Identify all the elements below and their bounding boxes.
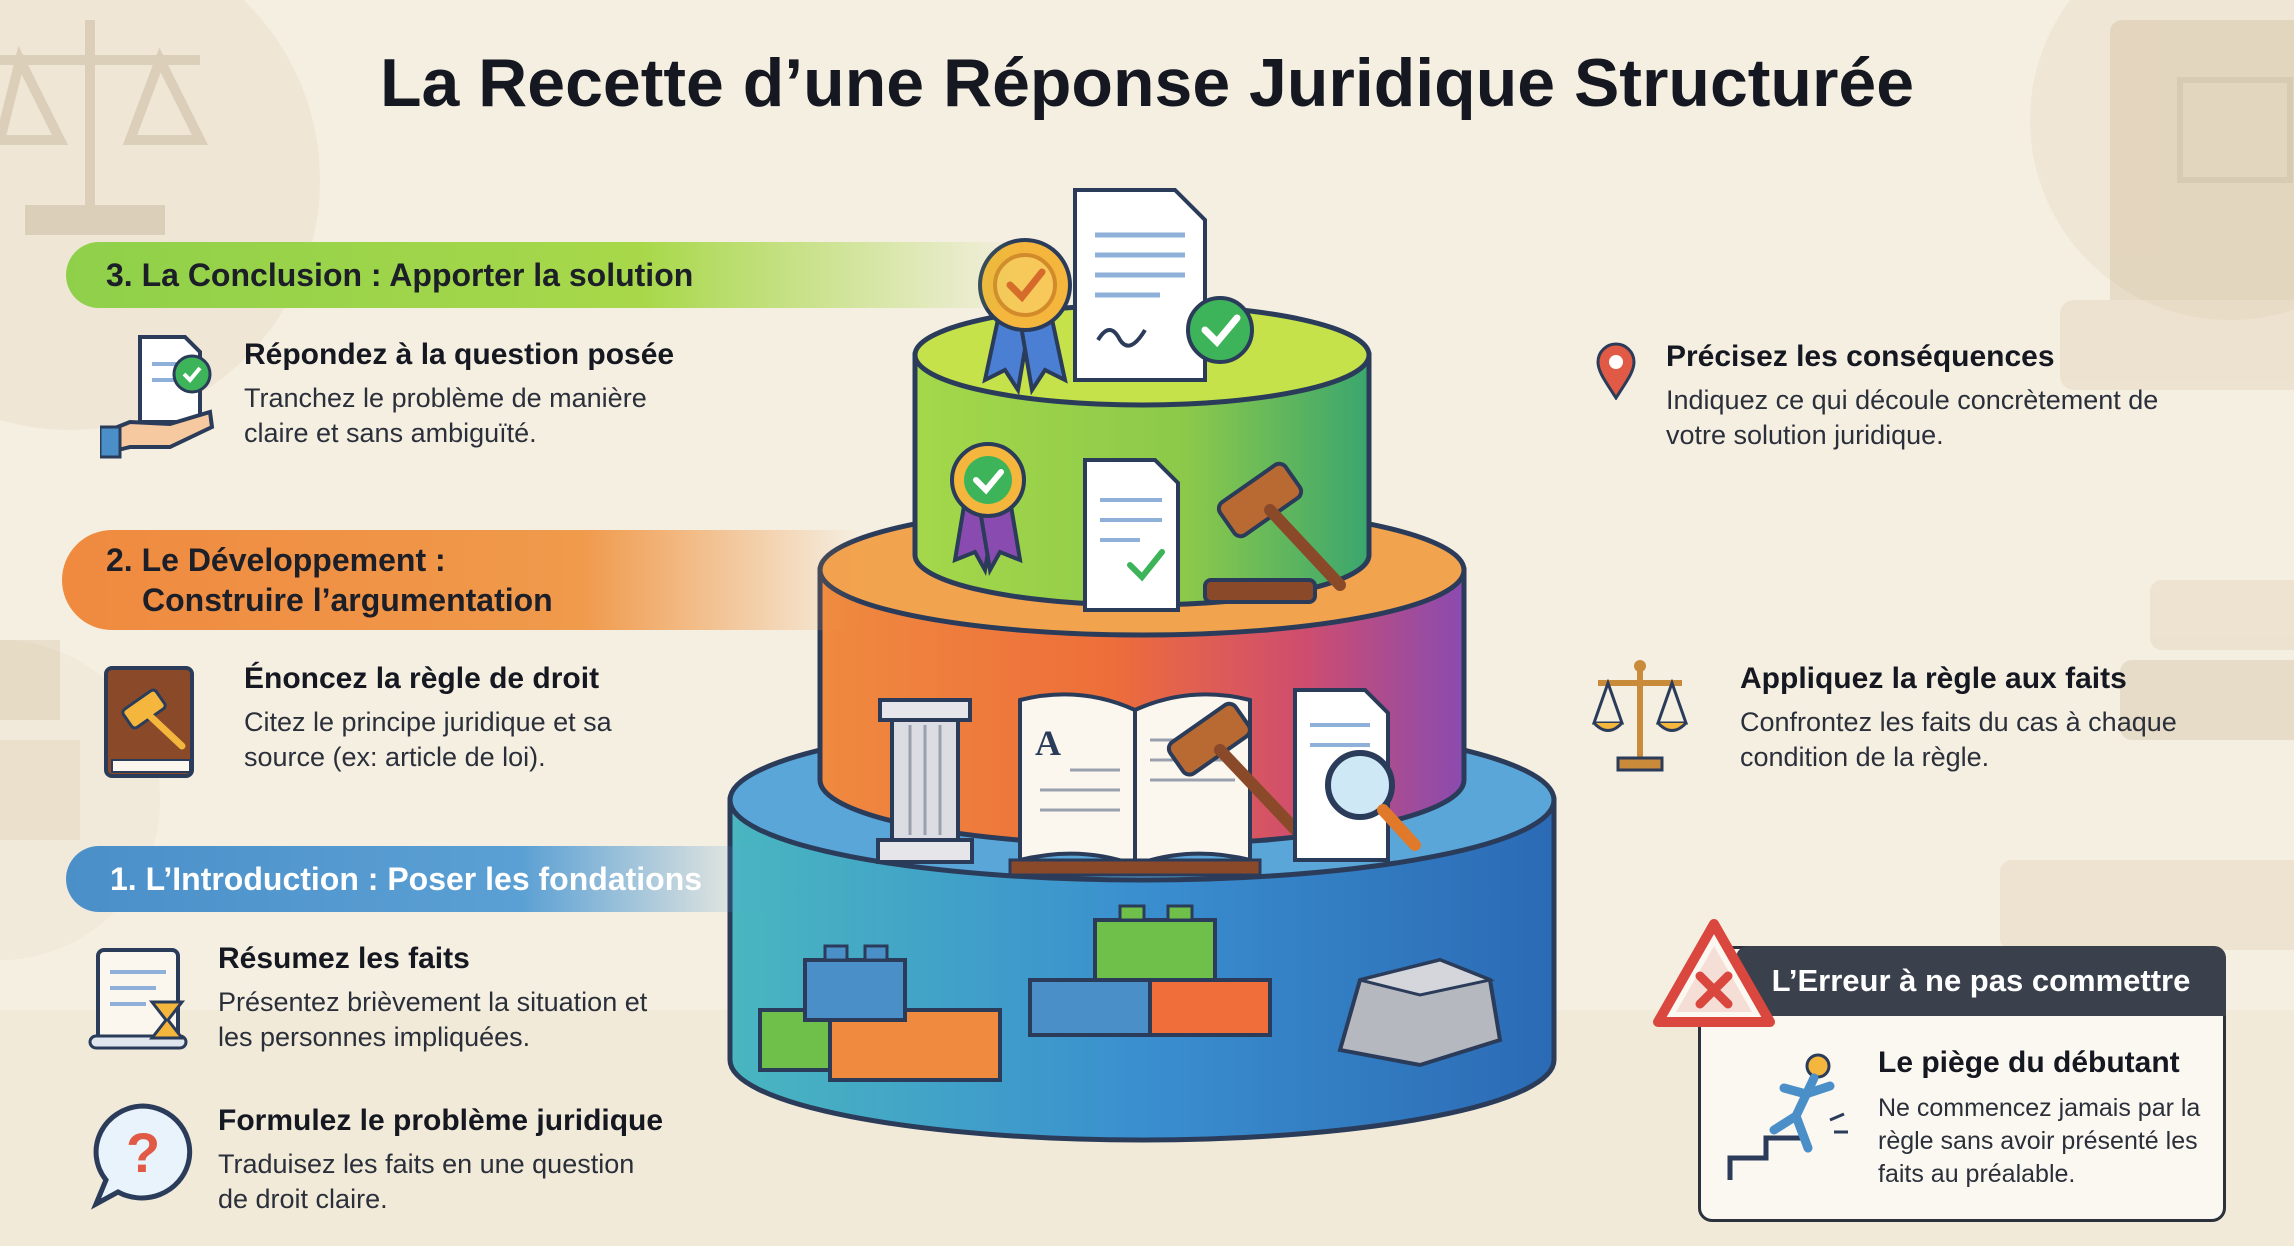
warning-heading: Le piège du débutant — [1878, 1046, 2180, 1079]
scales-balance-icon — [1591, 660, 1689, 772]
gavel-book-icon — [104, 666, 194, 778]
scroll-hourglass-icon — [88, 948, 188, 1050]
signed-document-icon — [1083, 458, 1180, 612]
warning-triangle-icon — [1653, 919, 1775, 1027]
hand-document-check-icon — [100, 335, 215, 459]
magnifier-document-icon — [1293, 688, 1421, 862]
banner-introduction: 1. L’Introduction : Poser les fondations — [66, 846, 766, 912]
conclusion-right-text: Indiquez ce qui découle concrètement de … — [1666, 385, 2159, 450]
signed-document-icon — [1073, 188, 1254, 382]
open-book-icon: A — [1008, 692, 1262, 877]
stone-block-icon — [1337, 957, 1503, 1068]
conclusion-left-heading: Répondez à la question posée — [244, 338, 675, 371]
gavel-icon — [1203, 461, 1346, 604]
developpement-right-text: Confrontez les faits du cas à chaque con… — [1740, 707, 2177, 772]
falling-person-stairs-icon — [1727, 1053, 1848, 1180]
award-ribbon-icon — [950, 442, 1026, 576]
conclusion-left-text: Tranchez le problème de manière claire e… — [244, 383, 647, 448]
conclusion-right-heading: Précisez les conséquences — [1666, 340, 2055, 373]
introduction-item2-heading: Formulez le problème juridique — [218, 1104, 664, 1137]
introduction-item2-text: Traduisez les faits en une question de d… — [218, 1149, 635, 1214]
warning-text: Ne commencez jamais par la règle sans av… — [1878, 1094, 2201, 1188]
location-pin-icon — [1596, 342, 1636, 400]
banner-developpement: 2. Le Développement :Construire l’argume… — [62, 530, 862, 630]
developpement-left-heading: Énoncez la règle de droit — [244, 662, 600, 695]
warning-header: L’Erreur à ne pas commettre — [1736, 946, 2226, 1016]
column-icon — [876, 698, 974, 864]
layer-cake-diagram: A — [727, 188, 1557, 1143]
question-bubble-icon: ? — [90, 1103, 193, 1210]
introduction-item1-text: Présentez brièvement la situation et les… — [218, 987, 648, 1052]
svg-text:?: ? — [126, 1121, 160, 1184]
page-title: La Recette d’une Réponse Juridique Struc… — [379, 45, 1915, 121]
developpement-left-text: Citez le principe juridique et sa source… — [244, 707, 612, 772]
svg-text:A: A — [1035, 723, 1061, 763]
banner-conclusion: 3. La Conclusion : Apporter la solution — [66, 242, 1026, 308]
scales-icon — [0, 20, 209, 235]
law-book-icon — [2000, 20, 2294, 950]
developpement-right-heading: Appliquez la règle aux faits — [1740, 662, 2127, 695]
introduction-item1-heading: Résumez les faits — [218, 942, 470, 975]
building-blocks-icon — [758, 904, 1272, 1082]
